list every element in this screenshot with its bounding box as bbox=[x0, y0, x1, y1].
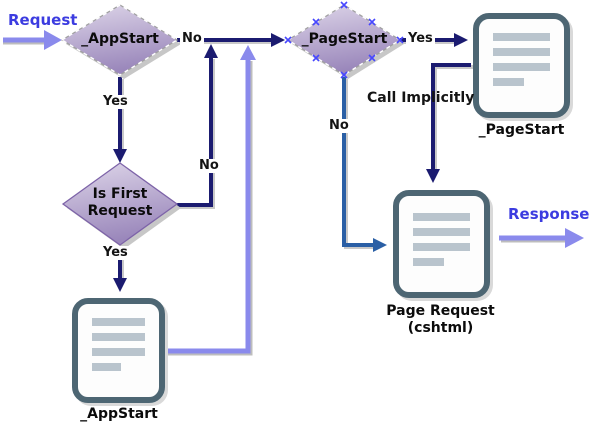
doc-text-line bbox=[493, 63, 550, 71]
edge-isfirst-no[interactable] bbox=[177, 44, 218, 209]
isfirst-decision-label: Is First Request bbox=[87, 186, 153, 219]
pagestart-doc-label: _PageStart bbox=[478, 122, 565, 138]
appstart-doc-label: _AppStart bbox=[80, 406, 158, 422]
arrowhead-right-icon bbox=[373, 238, 387, 252]
arrowhead-down-icon bbox=[426, 169, 440, 183]
edge-isfirst-no-line bbox=[177, 58, 213, 207]
edge-request[interactable] bbox=[3, 30, 62, 50]
arrowhead-right-icon bbox=[44, 30, 62, 50]
isfirst-decision-fill bbox=[61, 162, 179, 246]
isfirst-no-label: No bbox=[197, 158, 221, 173]
arrowhead-up-icon bbox=[204, 44, 218, 58]
doc-text-line bbox=[92, 363, 122, 371]
pagestart-decision-shape[interactable] bbox=[284, 1, 404, 79]
edge-call-implicitly-line bbox=[431, 63, 471, 169]
isfirst-decision-shape[interactable] bbox=[61, 162, 181, 249]
call-implicitly-label: Call Implicitly bbox=[367, 90, 475, 106]
edge-pagestart-no-line bbox=[342, 77, 373, 247]
appstart-doc-shape[interactable] bbox=[72, 298, 165, 403]
selection-handles-icon bbox=[284, 1, 404, 79]
doc-text-line bbox=[92, 318, 145, 326]
edge-call-implicitly-shadow bbox=[433, 65, 473, 170]
doc-text-line bbox=[413, 258, 445, 266]
doc-text-line bbox=[493, 78, 525, 86]
edge-pagestart-no[interactable] bbox=[342, 77, 387, 252]
arrowhead-down-icon bbox=[113, 149, 127, 163]
edge-appstart-doc-loop-line bbox=[165, 60, 251, 354]
appstart-decision-label: _AppStart bbox=[81, 31, 159, 47]
edge-isfirst-no-shadow bbox=[179, 59, 215, 209]
arrowhead-right-icon bbox=[454, 33, 468, 47]
request-label: Request bbox=[8, 11, 78, 29]
appstart-decision-shape[interactable] bbox=[60, 4, 181, 79]
arrowhead-right-icon bbox=[271, 33, 285, 47]
edge-appstart-yes[interactable] bbox=[113, 77, 127, 163]
pagerequest-doc-label: Page Request (cshtml) bbox=[386, 303, 495, 336]
edge-appstart-doc-loop[interactable] bbox=[165, 45, 256, 356]
pagestart-decision-label: _PageStart bbox=[301, 31, 388, 47]
doc-text-line bbox=[413, 228, 470, 236]
arrowhead-right-icon bbox=[565, 228, 584, 248]
doc-text-line bbox=[413, 213, 470, 221]
doc-text-line bbox=[92, 348, 145, 356]
appstart-yes-label: Yes bbox=[101, 94, 130, 109]
edge-call-implicitly[interactable] bbox=[426, 63, 473, 183]
pagestart-no-label: No bbox=[327, 118, 351, 133]
pagerequest-doc-shape[interactable] bbox=[393, 190, 490, 298]
doc-text-line bbox=[493, 33, 550, 41]
doc-text-line bbox=[413, 243, 470, 251]
response-label: Response bbox=[508, 205, 590, 223]
doc-text-line bbox=[92, 333, 145, 341]
pagestart-doc-shape[interactable] bbox=[473, 13, 570, 118]
arrowhead-up-icon bbox=[240, 45, 256, 60]
appstart-no-label: No bbox=[180, 31, 204, 46]
arrowhead-down-icon bbox=[113, 278, 127, 292]
selection-ants-icon bbox=[60, 4, 179, 76]
isfirst-yes-label: Yes bbox=[101, 245, 130, 260]
edge-response[interactable] bbox=[499, 228, 584, 248]
doc-text-line bbox=[493, 48, 550, 56]
pagestart-yes-label: Yes bbox=[406, 31, 435, 46]
